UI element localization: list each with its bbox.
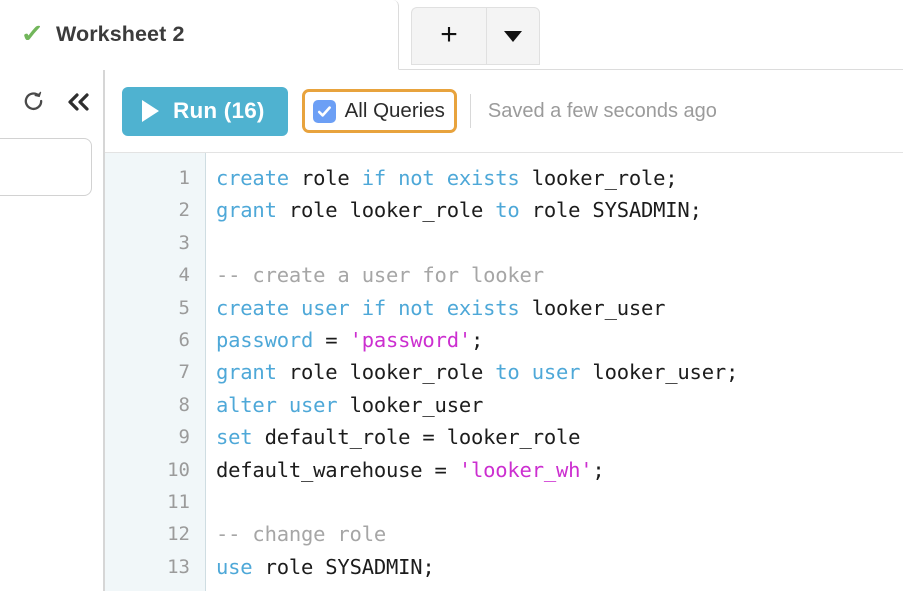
refresh-icon[interactable] (22, 90, 45, 113)
tab-worksheet-2[interactable]: ✓ Worksheet 2 (0, 0, 399, 70)
code-token: looker_user (337, 392, 484, 417)
line-number: 1 (178, 167, 190, 189)
code-token: use (216, 554, 253, 579)
search-input[interactable] (0, 138, 92, 196)
code-token: grant (216, 198, 277, 223)
code-token: to (495, 198, 520, 223)
code-line[interactable]: alter user looker_user (216, 389, 903, 421)
checkbox-checked-icon (312, 99, 336, 123)
all-queries-checkbox[interactable]: All Queries (301, 89, 457, 133)
code-line[interactable]: use role SYSADMIN; (216, 551, 903, 583)
code-token: role looker_role (276, 198, 496, 223)
left-panel-actions (22, 90, 91, 113)
code-line[interactable]: grant role looker_role to user looker_us… (216, 356, 903, 388)
code-token: 'password' (349, 327, 472, 352)
code-line[interactable]: default_warehouse = 'looker_wh'; (216, 454, 903, 486)
left-panel (0, 70, 105, 591)
code-token: if not exists (361, 295, 520, 320)
code-token: create user (216, 295, 350, 320)
line-number: 14 (105, 583, 190, 591)
line-number: 10 (167, 458, 190, 481)
line-number: 5 (178, 296, 190, 319)
code-line[interactable]: -- change role (216, 518, 903, 550)
worksheet-editor-column: Run (16) All Queries Saved a few seconds… (105, 70, 903, 591)
line-number: 12 (167, 523, 190, 546)
code-line[interactable] (216, 486, 903, 518)
line-number: 3 (178, 231, 190, 254)
code-token: looker_user (519, 295, 666, 320)
code-line[interactable]: grant role looker_role to role SYSADMIN; (216, 194, 903, 226)
code-line[interactable]: create user if not exists looker_user (216, 292, 903, 324)
code-line[interactable]: create role if not exists looker_role; (216, 162, 903, 194)
line-number-gutter: 1234567891011121314 (105, 153, 206, 591)
chevrons-left-icon[interactable] (65, 91, 91, 113)
main-body: Run (16) All Queries Saved a few seconds… (0, 70, 903, 591)
plus-icon: + (440, 18, 458, 51)
line-number: 8 (178, 393, 190, 416)
code-line[interactable]: set default_role = looker_role (216, 421, 903, 453)
code-line[interactable]: password = 'password'; (216, 324, 903, 356)
line-number: 4 (178, 264, 190, 287)
code-token: alter user (216, 392, 338, 417)
add-worksheet-button[interactable]: + (411, 7, 486, 65)
line-number: 6 (178, 328, 190, 351)
code-line[interactable]: -- create a user for looker (216, 259, 903, 291)
code-token: = (313, 327, 350, 352)
tab-label: Worksheet 2 (55, 22, 185, 46)
code-token: role SYSADMIN; (252, 554, 435, 579)
play-triangle-icon (142, 100, 159, 122)
code-token: default_warehouse = (216, 457, 459, 482)
code-token: looker_role; (519, 166, 678, 190)
code-token: -- create a user for looker (216, 263, 544, 288)
run-button-label: Run (16) (173, 98, 265, 123)
line-number: 13 (167, 555, 190, 578)
code-token: role looker_role (276, 360, 496, 385)
chevron-down-icon (504, 30, 522, 42)
check-icon: ✓ (20, 20, 45, 48)
sql-editor[interactable]: 1234567891011121314 create role if not e… (105, 153, 903, 591)
code-content[interactable]: create role if not exists looker_role;gr… (206, 153, 903, 591)
code-token: -- change role (216, 522, 386, 547)
code-token: ; (471, 327, 484, 352)
line-number: 11 (167, 490, 190, 513)
tab-bar-underline (0, 69, 903, 70)
code-token: grant (216, 360, 277, 385)
worksheet-tab-bar: ✓ Worksheet 2 + (0, 0, 903, 70)
line-number: 7 (178, 361, 190, 384)
saved-status: Saved a few seconds ago (487, 99, 717, 122)
code-token: password (216, 327, 314, 352)
code-token: role SYSADMIN; (519, 198, 702, 223)
code-token: if not exists (361, 166, 520, 190)
line-number: 9 (178, 426, 190, 449)
code-token: 'looker_wh' (458, 457, 593, 482)
editor-toolbar: Run (16) All Queries Saved a few seconds… (105, 70, 903, 153)
worksheet-menu-button[interactable] (486, 7, 540, 65)
toolbar-divider (469, 94, 471, 128)
code-token: looker_user; (580, 360, 739, 385)
run-button[interactable]: Run (16) (122, 86, 288, 136)
code-token: set (216, 425, 253, 450)
code-token (350, 296, 362, 320)
code-token: to user (495, 360, 581, 385)
line-number: 2 (178, 199, 190, 222)
code-token: role (288, 166, 362, 190)
code-token: default_role = looker_role (252, 425, 581, 450)
code-line[interactable] (216, 227, 903, 259)
code-token: create (216, 166, 289, 190)
code-token: ; (592, 457, 605, 482)
code-line[interactable] (216, 583, 903, 591)
all-queries-label: All Queries (344, 99, 445, 122)
